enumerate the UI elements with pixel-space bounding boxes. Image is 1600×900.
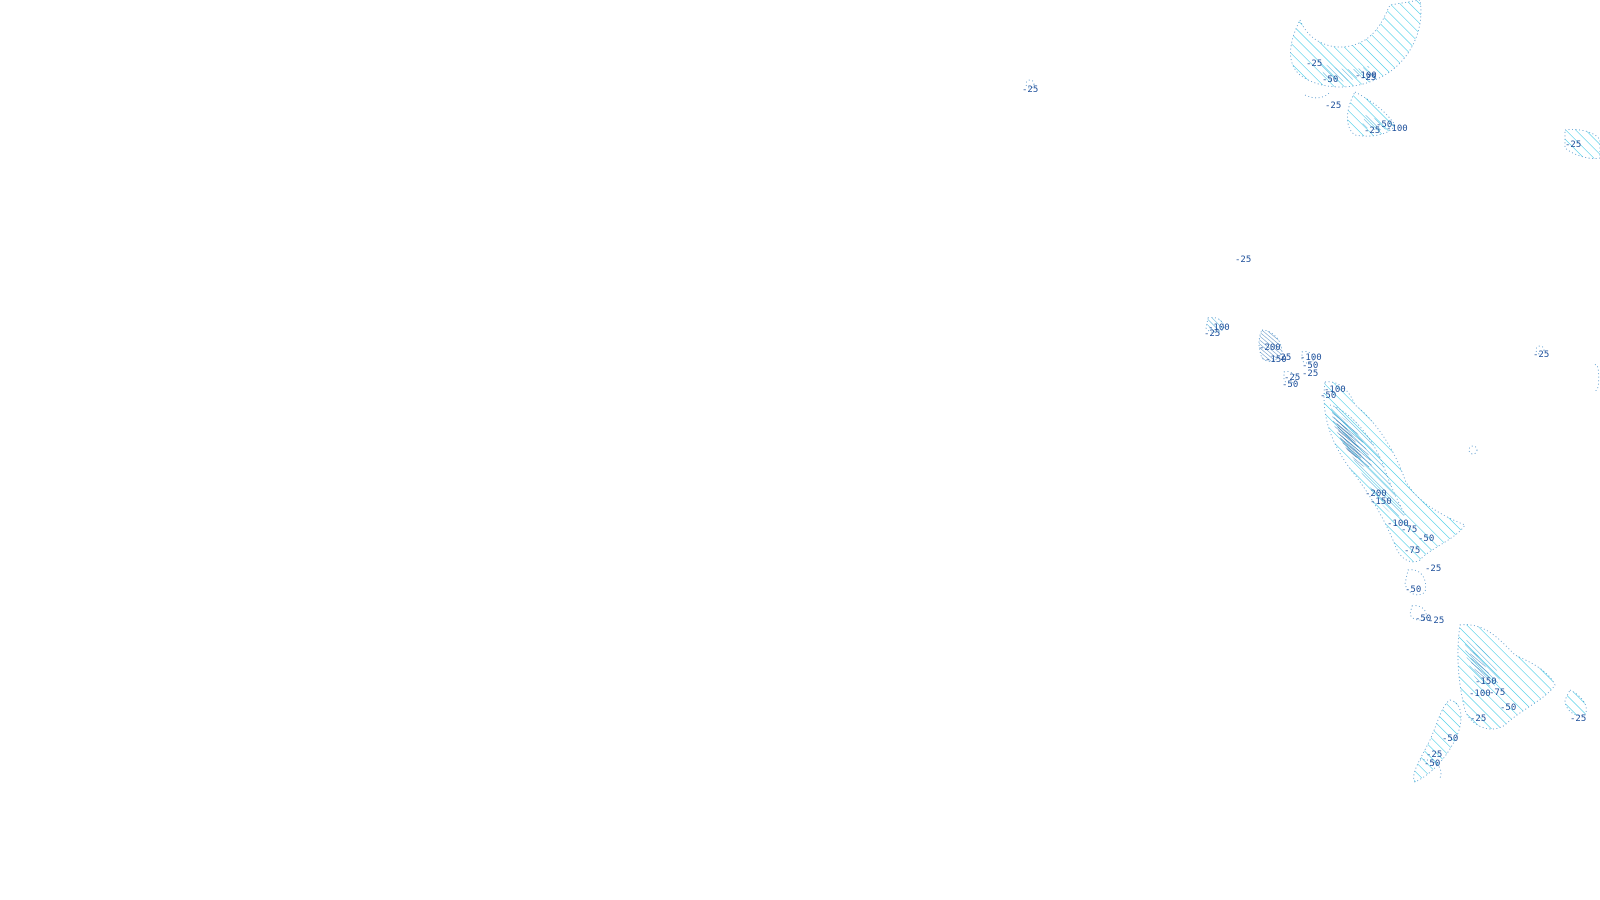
depth-label: -50 [1424,759,1440,769]
contour-cluster-mid [1258,329,1315,384]
depth-label: -100 [1208,323,1230,333]
contour-region-southeast [1457,624,1587,730]
contour-cluster-west [1205,317,1225,333]
depth-label: -200 [1259,343,1281,353]
contour-region-central-ridge [1323,381,1466,563]
contour-region-north [1290,0,1422,99]
depth-label: -25 [1325,101,1341,111]
depth-label: -25 [1275,353,1291,363]
depth-label: -25 [1302,369,1318,379]
depth-label: -150 [1265,355,1287,365]
depth-label: -50 [1302,361,1318,371]
contour-region-north-lobe [1347,91,1396,137]
depth-label: -25 [1204,329,1220,339]
depth-labels: -25 -25 -50 -100 -25 -25 -50 -100 -25 -2… [1022,59,1586,769]
depth-label: -25 [1022,85,1038,95]
depth-label: -75 [1401,525,1417,535]
depth-label: -25 [1565,140,1581,150]
depth-label: -25 [1426,750,1442,760]
contour-region-south-mid [1404,569,1427,621]
depth-label: -25 [1570,714,1586,724]
depth-label: -150 [1475,677,1497,687]
depth-label: -25 [1533,350,1549,360]
depth-label: -100 [1355,71,1377,81]
depth-label: -100 [1300,353,1322,363]
depth-label: -50 [1405,585,1421,595]
depth-label: -50 [1320,391,1336,401]
depth-label: -75 [1489,688,1505,698]
depth-label: -25 [1470,714,1486,724]
depth-label: -25 [1284,373,1300,383]
depth-label: -50 [1376,120,1392,130]
depth-label: -50 [1418,534,1434,544]
depth-label: -100 [1324,385,1346,395]
depth-label: -25 [1235,255,1251,265]
contour-region-south-tail [1413,699,1462,783]
contour-spots [1025,79,1600,455]
depth-label: -100 [1387,519,1409,529]
depth-label: -50 [1500,703,1516,713]
depth-label: -200 [1365,489,1387,499]
depth-label: -100 [1386,124,1408,134]
depth-label: -100 [1469,689,1491,699]
contour-region-east-edge [1564,129,1600,159]
depth-label: -25 [1428,616,1444,626]
depth-label: -25 [1360,73,1376,83]
depth-label: -50 [1442,734,1458,744]
depth-label: -50 [1322,75,1338,85]
depth-label: -150 [1370,497,1392,507]
depth-label: -75 [1404,546,1420,556]
depth-label: -50 [1282,380,1298,390]
depth-label: -50 [1415,614,1431,624]
depth-label: -25 [1364,126,1380,136]
depth-label: -25 [1425,564,1441,574]
depth-label: -25 [1306,59,1322,69]
